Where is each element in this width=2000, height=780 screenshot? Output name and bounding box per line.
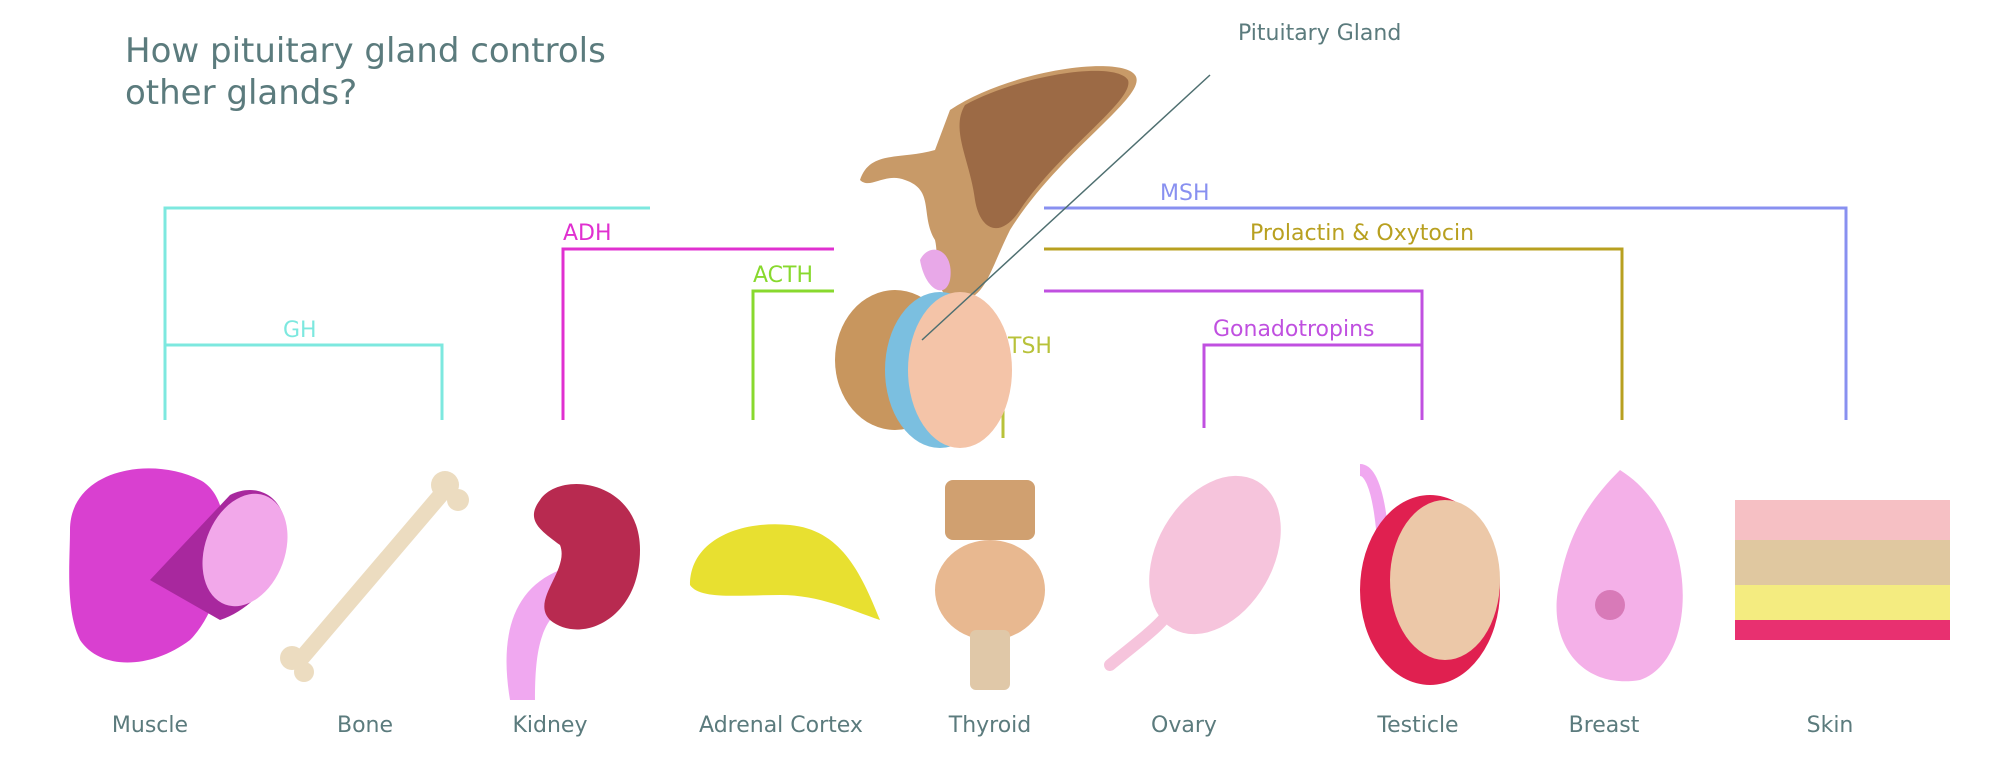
ovary-illustration [1104, 475, 1281, 671]
skin-illustration [1735, 500, 1950, 640]
pituitary-gland-label: Pituitary Gland [1238, 21, 1401, 46]
prolactin-connector [1044, 247, 1624, 420]
pituitary-gland-illustration [835, 66, 1137, 448]
gonadotropins-connector [1044, 289, 1424, 428]
breast-illustration [1556, 470, 1683, 682]
organ-label-muscle: Muscle [112, 713, 188, 738]
organ-label-ovary: Ovary [1151, 713, 1217, 738]
pituitary-pointer-line [921, 74, 1211, 341]
organ-label-breast: Breast [1569, 713, 1640, 738]
testicle-illustration [1358, 464, 1500, 685]
tsh-label: TSH [1007, 334, 1052, 359]
prolactin-label: Prolactin & Oxytocin [1250, 221, 1474, 246]
organ-label-thyroid: Thyroid [948, 713, 1032, 738]
bone-illustration [280, 471, 469, 682]
organ-label-bone: Bone [337, 713, 393, 738]
gonadotropins-label: Gonadotropins [1213, 317, 1375, 342]
organ-label-kidney: Kidney [512, 713, 587, 738]
adh-connector [561, 247, 834, 420]
title-line-2: other glands? [125, 73, 357, 113]
kidney-illustration [506, 484, 640, 700]
acth-label: ACTH [753, 263, 813, 288]
adrenal-cortex-illustration [690, 524, 880, 620]
thyroid-illustration [935, 480, 1045, 690]
adh-label: ADH [563, 221, 612, 246]
gh-connector [163, 206, 650, 420]
organ-label-testicle: Testicle [1376, 713, 1458, 738]
muscle-illustration [69, 468, 288, 663]
acth-connector [751, 289, 834, 420]
organ-label-adrenal-cortex: Adrenal Cortex [699, 713, 863, 738]
msh-label: MSH [1160, 181, 1210, 206]
title-line-1: How pituitary gland controls [125, 31, 606, 71]
organ-label-skin: Skin [1807, 713, 1854, 738]
msh-connector [1044, 206, 1848, 420]
gh-label: GH [283, 318, 317, 343]
